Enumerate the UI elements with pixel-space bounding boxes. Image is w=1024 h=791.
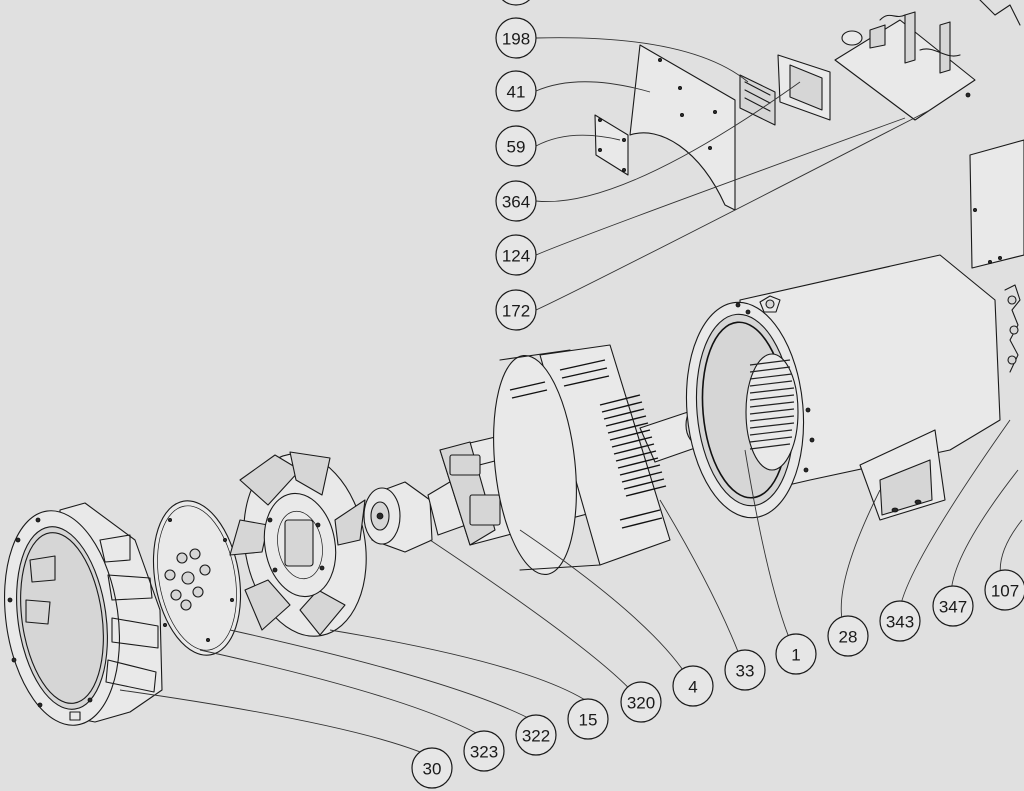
callout-circle: [495, 289, 537, 331]
part-41-cover-plate: [629, 44, 736, 211]
callout-33: 33: [724, 649, 766, 691]
callout-number: 4: [688, 678, 697, 697]
callout-30: 30: [411, 747, 453, 789]
callout-172: 172: [495, 289, 537, 331]
leader-line-30: [119, 689, 453, 769]
part-15-fan: [229, 451, 367, 637]
callout-circle: [620, 681, 662, 723]
callout-124: 124: [495, 234, 537, 276]
part-322-coupling-bolts: [164, 548, 211, 611]
callout-number: 33: [736, 662, 755, 681]
callout-circle: [463, 730, 505, 772]
leader-line-198: [535, 37, 749, 83]
callout-circle: [495, 17, 537, 59]
callout-circle: [672, 665, 714, 707]
part-343-347-107-terminal-parts: [1004, 284, 1021, 373]
callout-number: 347: [939, 598, 967, 617]
callout-circle: [932, 585, 974, 627]
callout-circle: [724, 649, 766, 691]
callout-number: 124: [502, 247, 530, 266]
callout-circle: [879, 600, 921, 642]
callout-1: 1: [775, 633, 817, 675]
callout-41: 41: [495, 70, 537, 112]
part-33-stator-core: [493, 344, 671, 576]
callout-circle: [515, 714, 557, 756]
callout-4: 4: [672, 665, 714, 707]
part-28-mounting-foot: [859, 429, 946, 521]
callout-343: 343: [879, 600, 921, 642]
leader-line-41: [535, 81, 651, 93]
callout-circle: [495, 125, 537, 167]
callout-circle: [775, 633, 817, 675]
callout-323: 323: [463, 730, 505, 772]
callout-28: 28: [827, 615, 869, 657]
callout-59: 59: [495, 125, 537, 167]
callout-number: 322: [522, 727, 550, 746]
callout-circle: [495, 180, 537, 222]
part-30-adaptor-ring: [3, 502, 163, 726]
callout-number: 198: [502, 30, 530, 49]
leader-line-28: [840, 489, 881, 637]
callout-labels: 198 41 59 364 124 172 107 347 343 28 1 33 4 320 15 322 3…: [411, 17, 1024, 789]
callout-number: 172: [502, 302, 530, 321]
callout-107: 107: [984, 569, 1024, 611]
leader-line-172: [535, 109, 931, 311]
callout-circle: [567, 698, 609, 740]
part-124-172-terminal-board: [834, 0, 1021, 121]
leader-line-323: [199, 649, 505, 752]
leader-line-364: [535, 81, 801, 203]
part-364-terminal-box-frame: [777, 54, 831, 121]
leader-line-59: [535, 134, 621, 147]
leader-line-33: [659, 499, 746, 671]
callout-number: 28: [839, 628, 858, 647]
leader-line-15: [329, 629, 609, 720]
callout-number: 59: [507, 138, 526, 157]
callout-number: 323: [470, 743, 498, 762]
callout-number: 1: [791, 646, 800, 665]
callout-number: 343: [886, 613, 914, 632]
callout-circle: [495, 234, 537, 276]
leader-line-322: [229, 629, 557, 736]
callout-circle: [984, 569, 1024, 611]
callout-circle: [827, 615, 869, 657]
leader-line-124: [535, 117, 906, 256]
part-198-avr-module: [739, 74, 776, 126]
callout-number: 107: [991, 582, 1019, 601]
callout-347: 347: [932, 585, 974, 627]
callout-320: 320: [620, 681, 662, 723]
callout-322: 322: [515, 714, 557, 756]
callout-number: 320: [627, 694, 655, 713]
callout-15: 15: [567, 698, 609, 740]
callout-number: 364: [502, 193, 530, 212]
part-1-main-frame: [685, 254, 1001, 519]
callout-364: 364: [495, 180, 537, 222]
callout-partial-top: [501, 0, 531, 6]
part-323-coupling-disc: [152, 500, 242, 656]
callout-number: 30: [423, 760, 442, 779]
side-cover-panel: [969, 139, 1024, 269]
part-59-small-plate: [594, 114, 629, 176]
callout-198: 198: [495, 17, 537, 59]
callout-circle: [411, 747, 453, 789]
callout-number: 41: [507, 83, 526, 102]
callout-number: 15: [579, 711, 598, 730]
callout-circle: [495, 70, 537, 112]
